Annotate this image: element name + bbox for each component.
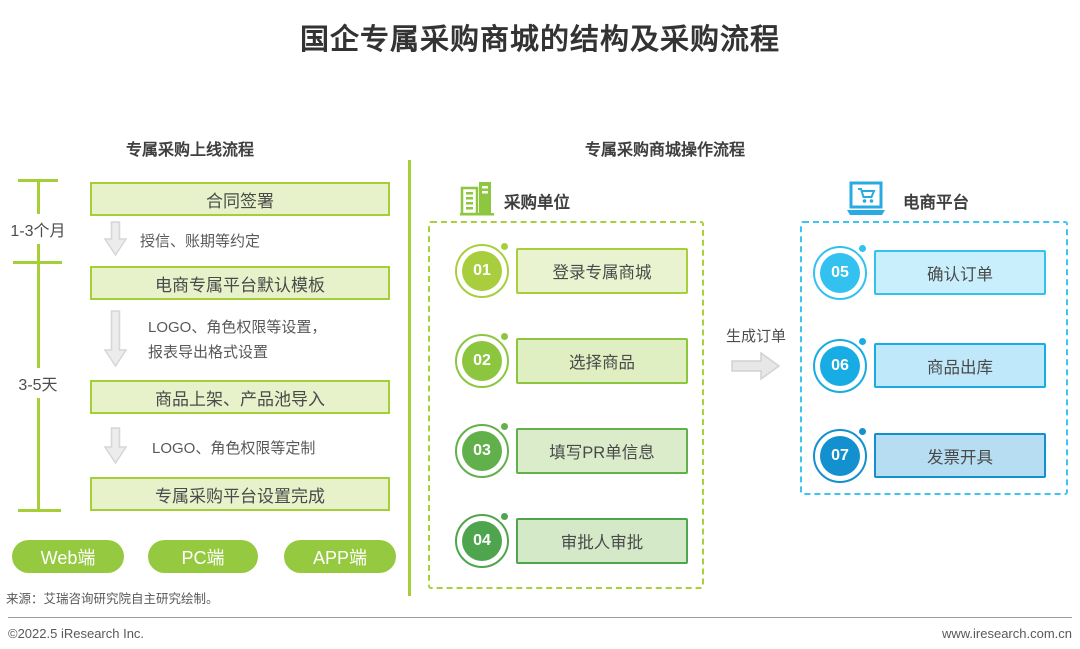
building-icon xyxy=(460,182,494,216)
timeline-tick-bottom xyxy=(18,509,61,512)
step-number-badge: 07 xyxy=(813,427,867,483)
step-label: 审批人审批 xyxy=(516,518,688,564)
annotation-logo-roles-line1: LOGO、角色权限等设置， xyxy=(148,319,327,336)
step-row-login: 01 登录专属商城 xyxy=(450,243,688,298)
right-arrow-icon xyxy=(731,351,781,381)
seller-steps-zone xyxy=(800,221,1068,495)
step-label: 填写PR单信息 xyxy=(516,428,688,474)
stage-box-products: 商品上架、产品池导入 xyxy=(90,380,390,414)
buyer-label: 采购单位 xyxy=(504,194,570,212)
step-row-select-goods: 02 选择商品 xyxy=(450,333,688,388)
step-row-approval: 04 审批人审批 xyxy=(450,513,688,568)
annotation-logo-custom: LOGO、角色权限等定制 xyxy=(152,440,316,457)
page-title: 国企专属采购商城的结构及采购流程 xyxy=(299,24,780,56)
down-arrow-icon xyxy=(104,310,127,368)
step-label: 确认订单 xyxy=(874,250,1046,295)
step-number-badge: 02 xyxy=(455,333,509,388)
left-flow-header: 专属采购上线流程 xyxy=(125,142,254,159)
step-row-ship-goods: 06 商品出库 xyxy=(808,337,1046,393)
step-number-badge: 05 xyxy=(813,244,867,300)
laptop-cart-icon xyxy=(847,181,885,215)
duration-label-2: 3-5天 xyxy=(6,368,70,398)
timeline-tick-middle xyxy=(13,261,62,264)
right-flow-header: 专属采购商城操作流程 xyxy=(584,142,745,159)
platform-pill-app: APP端 xyxy=(284,540,396,573)
stage-box-contract: 合同签署 xyxy=(90,182,390,216)
footer-divider xyxy=(8,617,1072,618)
step-number-badge: 06 xyxy=(813,337,867,393)
step-label: 商品出库 xyxy=(874,343,1046,388)
step-label: 选择商品 xyxy=(516,338,688,384)
platform-pill-pc: PC端 xyxy=(148,540,258,573)
stage-box-complete: 专属采购平台设置完成 xyxy=(90,477,390,511)
step-number-badge: 03 xyxy=(455,423,509,478)
seller-label: 电商平台 xyxy=(903,194,969,212)
step-row-fill-pr: 03 填写PR单信息 xyxy=(450,423,688,478)
step-row-invoice: 07 发票开具 xyxy=(808,427,1046,483)
timeline-tick-top xyxy=(18,179,58,182)
step-label: 登录专属商城 xyxy=(516,248,688,294)
source-note: 来源：艾瑞咨询研究院自主研究绘制。 xyxy=(6,592,219,606)
footer-copyright: ©2022.5 iResearch Inc. xyxy=(8,626,145,641)
transfer-label: 生成订单 xyxy=(725,328,786,345)
stage-box-template: 电商专属平台默认模板 xyxy=(90,266,390,300)
step-row-confirm-order: 05 确认订单 xyxy=(808,244,1046,300)
annotation-credit-terms: 授信、账期等约定 xyxy=(140,233,261,250)
duration-label-1: 1-3个月 xyxy=(0,214,76,244)
down-arrow-icon xyxy=(104,427,127,465)
annotation-logo-roles-line2: 报表导出格式设置 xyxy=(148,344,269,361)
step-number-badge: 04 xyxy=(455,513,509,568)
section-divider xyxy=(408,160,411,596)
down-arrow-icon xyxy=(104,221,127,257)
step-number-badge: 01 xyxy=(455,243,509,298)
step-label: 发票开具 xyxy=(874,433,1046,478)
buyer-steps-zone xyxy=(428,221,704,589)
footer-website: www.iresearch.com.cn xyxy=(941,626,1072,641)
timeline-line xyxy=(37,180,40,512)
platform-pill-web: Web端 xyxy=(12,540,124,573)
